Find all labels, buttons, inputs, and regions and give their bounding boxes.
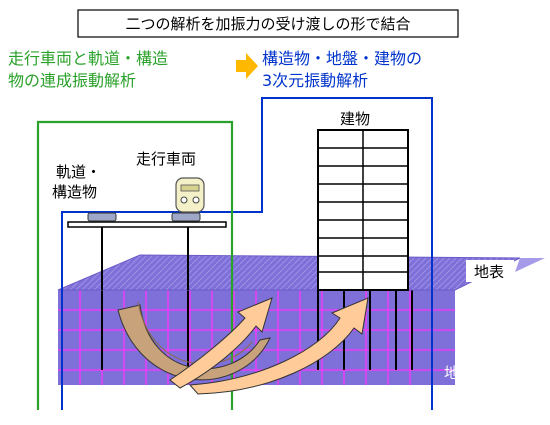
force-transfer-arrow-down — [117, 304, 271, 381]
track-structure-label-line2: 構造物 — [52, 183, 97, 201]
force-transfer-arrow-down-body — [137, 301, 253, 365]
viaduct — [67, 212, 227, 290]
building — [317, 129, 409, 291]
ground-surface-label-box — [466, 260, 514, 282]
left-analysis-line1: 走行車両と軌道・構造 — [8, 49, 168, 68]
vehicle-label: 走行車両 — [136, 150, 196, 168]
train-icon — [175, 177, 205, 213]
track-structure-label-line1: 軌道・ — [56, 163, 101, 181]
right-arrow-icon — [236, 53, 258, 79]
right-analysis-boundary — [61, 97, 433, 410]
ground-label: 地盤 — [444, 364, 474, 382]
left-analysis-line2: 物の連成振動解析 — [8, 71, 136, 90]
header-title: 二つの解析を加振力の受け渡しの形で結合 — [125, 15, 410, 33]
right-analysis-line1: 構造物・地盤・建物の — [262, 49, 422, 68]
header-box — [77, 9, 459, 38]
ground-surface-label: 地表 — [474, 263, 504, 281]
force-transfer-arrow-up-2 — [188, 297, 369, 395]
ground-surface-edge — [515, 258, 545, 272]
right-analysis-line2: 3次元振動解析 — [262, 71, 368, 90]
ground-surface — [57, 254, 521, 291]
building-label: 建物 — [340, 110, 370, 128]
left-analysis-boundary — [36, 120, 234, 410]
force-transfer-arrow-up-1 — [169, 297, 273, 389]
